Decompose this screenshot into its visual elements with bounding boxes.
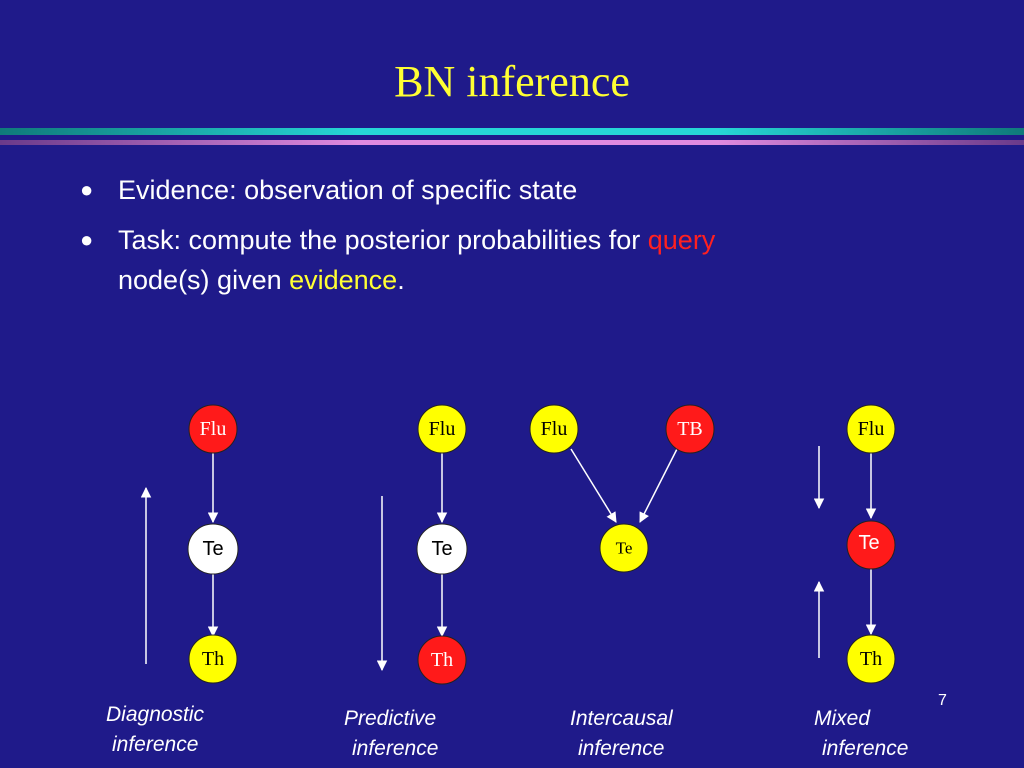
predictive-diagram: Flu Te Th: [376, 404, 468, 685]
bullet-text-line2: node(s) given: [118, 265, 290, 295]
caption-predictive: Predictive inference: [344, 704, 438, 764]
title-divider-pink: [0, 140, 1024, 145]
caption-line: inference: [112, 733, 199, 756]
caption-line: inference: [578, 737, 665, 760]
edge-tb-te: [639, 448, 678, 523]
bullet-item: ● Evidence: observation of specific stat…: [80, 170, 960, 210]
caption-line: inference: [822, 737, 909, 760]
query-keyword: query: [647, 225, 716, 255]
node-label: TB: [677, 418, 703, 440]
node-flu: [188, 404, 238, 454]
node-label: Th: [202, 648, 224, 670]
mixed-diagram: Flu Te Th: [813, 404, 896, 684]
node-flu: [529, 404, 579, 454]
node-label: Te: [202, 538, 223, 560]
evidence-keyword: evidence: [289, 265, 398, 295]
page-number: 7: [938, 692, 947, 709]
node-label: Th: [431, 649, 453, 671]
diagnostic-diagram: Flu Te Th: [140, 404, 239, 684]
intercausal-diagram: Flu TB Te: [529, 404, 715, 573]
node-te: [187, 523, 239, 575]
node-th: [188, 634, 238, 684]
node-te: [846, 520, 896, 570]
node-label: Flu: [200, 418, 227, 440]
node-label: Te: [858, 532, 879, 554]
caption-line: Mixed: [814, 707, 871, 730]
node-te: [416, 523, 468, 575]
caption-intercausal: Intercausal inference: [570, 704, 673, 764]
bullet-text-post: .: [397, 265, 405, 295]
edge-flu-te: [570, 448, 617, 523]
node-th: [417, 635, 467, 685]
bullet-dot-icon: ●: [80, 227, 94, 252]
bullet-list: ● Evidence: observation of specific stat…: [80, 170, 960, 310]
node-th: [846, 634, 896, 684]
node-label: Th: [860, 648, 882, 670]
caption-mixed: Mixed inference: [814, 704, 908, 764]
caption-line: inference: [352, 737, 439, 760]
node-te: [599, 523, 649, 573]
caption-line: Diagnostic: [106, 703, 205, 726]
node-flu: [846, 404, 896, 454]
node-label: Te: [431, 538, 452, 560]
caption-line: Intercausal: [570, 707, 673, 730]
node-label: Flu: [858, 418, 885, 440]
caption-diagnostic: Diagnostic inference: [106, 700, 204, 760]
slide-title: BN inference: [394, 57, 630, 106]
bullet-text: Evidence: observation of specific state: [118, 175, 578, 205]
title-divider-teal: [0, 128, 1024, 135]
bullet-item: ● Task: compute the posterior probabilit…: [80, 220, 960, 300]
node-label: Te: [616, 539, 633, 558]
caption-line: Predictive: [344, 707, 437, 730]
node-flu: [417, 404, 467, 454]
node-label: Flu: [541, 418, 568, 440]
bullet-dot-icon: ●: [80, 177, 94, 202]
node-tb: [665, 404, 715, 454]
bullet-text-pre: Task: compute the posterior probabilitie…: [118, 225, 648, 255]
node-label: Flu: [429, 418, 456, 440]
